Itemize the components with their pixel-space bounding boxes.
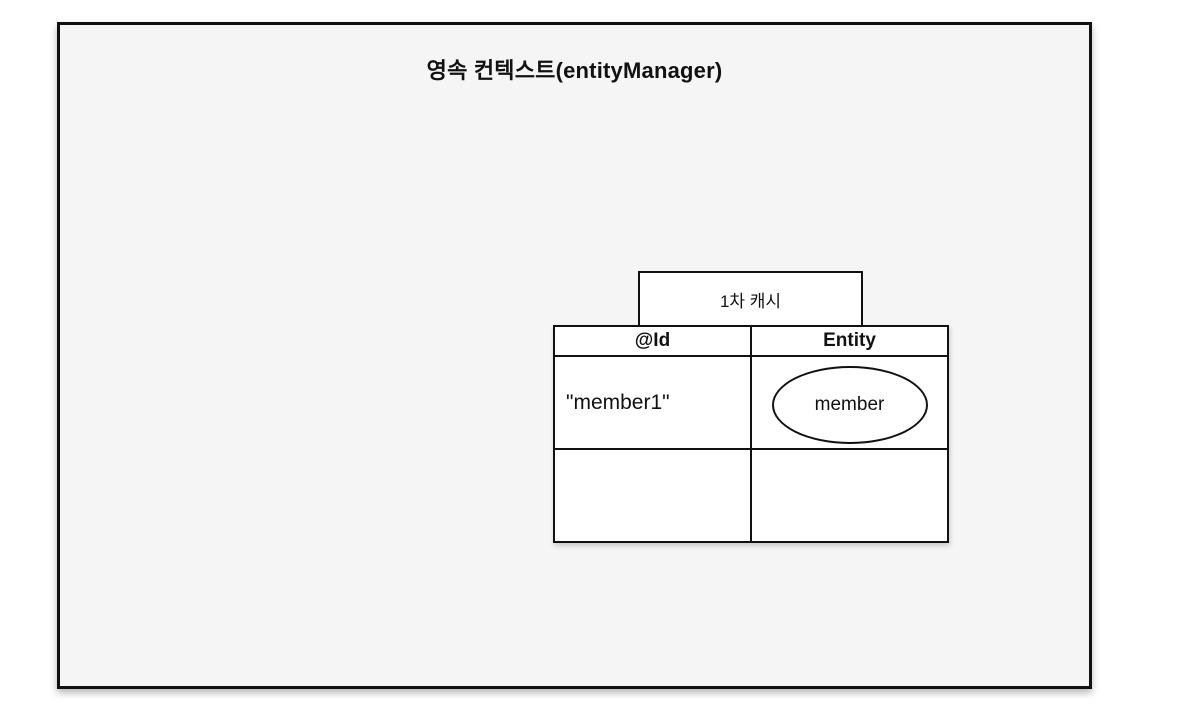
cache-table-header-row: @Id Entity	[553, 325, 949, 357]
header-entity: Entity	[750, 325, 949, 357]
first-level-cache-label-box: 1차 캐시	[638, 271, 863, 327]
cache-table: @Id Entity "member1" member	[553, 325, 949, 543]
id-cell-empty	[553, 448, 752, 543]
id-cell-member1: "member1"	[553, 355, 752, 450]
cache-table-row-1: "member1" member	[553, 355, 949, 450]
header-id: @Id	[553, 325, 752, 357]
persistence-context-box: 영속 컨텍스트(entityManager) 1차 캐시 @Id Entity …	[57, 22, 1092, 689]
first-level-cache-label: 1차 캐시	[719, 291, 782, 311]
cache-table-row-2-empty	[553, 448, 949, 543]
entity-cell-empty	[750, 448, 949, 543]
diagram-title: 영속 컨텍스트(entityManager)	[426, 58, 723, 83]
member-entity-ellipse: member	[771, 365, 928, 444]
member-entity-label: member	[814, 393, 885, 415]
entity-cell-member: member	[750, 355, 949, 450]
